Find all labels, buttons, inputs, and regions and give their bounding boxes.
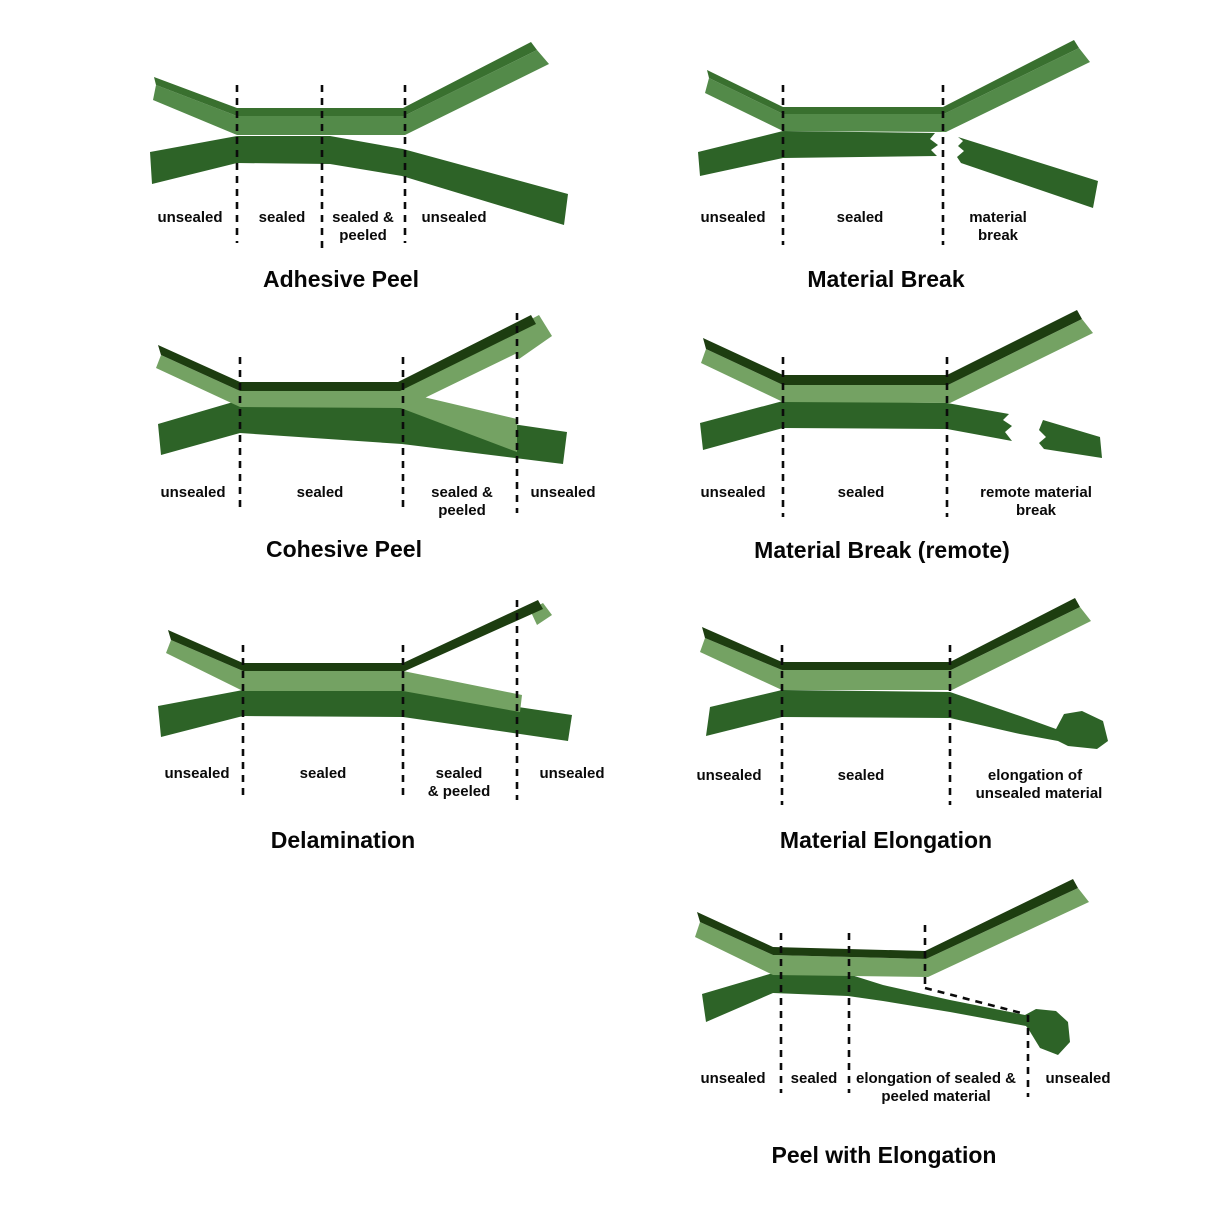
section-label: unsealed: [160, 484, 225, 501]
panel-title: Adhesive Peel: [263, 266, 419, 292]
delaminated-inner-layer: [166, 640, 522, 712]
panel-cohesive-peel: unsealed sealed sealed & peeled unsealed…: [156, 313, 596, 562]
panel-peel-with-elongation: unsealed sealed elongation of sealed & p…: [695, 879, 1111, 1168]
top-film-edge: [158, 315, 536, 391]
panel-title: Cohesive Peel: [266, 536, 422, 562]
panel-adhesive-peel: unsealed sealed sealed & peeled unsealed…: [150, 42, 568, 292]
panel-title: Peel with Elongation: [772, 1142, 997, 1168]
section-label: unsealed: [421, 209, 486, 226]
section-label: unsealed: [157, 209, 222, 226]
section-label: sealed: [791, 1070, 838, 1087]
top-web: [701, 319, 1093, 403]
section-label: sealed &: [431, 484, 493, 501]
section-label: elongation of: [988, 767, 1083, 784]
section-label: unsealed: [164, 765, 229, 782]
panel-material-elongation: unsealed sealed elongation of unsealed m…: [696, 598, 1108, 853]
top-film-edge: [697, 879, 1078, 959]
section-label: peeled: [438, 502, 486, 519]
section-label: unsealed: [700, 1070, 765, 1087]
top-web: [695, 888, 1089, 977]
top-film-edge: [703, 310, 1082, 385]
bottom-web-jagged-end: [700, 401, 1012, 450]
section-label: unsealed: [700, 209, 765, 226]
top-film-edge: [707, 40, 1079, 114]
bottom-web-jagged-end: [698, 131, 938, 176]
panel-title: Delamination: [271, 827, 415, 853]
section-label: unsealed: [530, 484, 595, 501]
broken-piece: [1039, 420, 1102, 458]
panel-title: Material Break (remote): [754, 537, 1010, 563]
top-film-edge: [154, 42, 537, 116]
section-label: peeled material: [881, 1088, 990, 1105]
top-web: [156, 324, 548, 408]
bottom-web-elongated: [706, 690, 1108, 749]
section-label: unsealed material: [976, 785, 1103, 802]
bottom-web: [158, 400, 567, 464]
section-label: sealed: [837, 209, 884, 226]
bottom-web: [150, 136, 568, 225]
section-label: unsealed: [539, 765, 604, 782]
section-label: sealed: [838, 484, 885, 501]
section-label: unsealed: [1045, 1070, 1110, 1087]
panel-delamination: unsealed sealed sealed & peeled unsealed…: [158, 600, 605, 853]
top-film-edge: [702, 598, 1080, 670]
section-label: sealed &: [332, 209, 394, 226]
top-web: [705, 48, 1090, 132]
bottom-web-peeled-elongated: [702, 973, 1070, 1055]
section-label: & peeled: [428, 783, 491, 800]
top-web: [700, 607, 1091, 690]
section-label: break: [978, 227, 1019, 244]
broken-piece: [957, 137, 1098, 208]
section-label: remote material: [980, 484, 1092, 501]
section-label: sealed: [297, 484, 344, 501]
panel-material-break-remote: unsealed sealed remote material break Ma…: [700, 310, 1102, 563]
section-label: sealed: [300, 765, 347, 782]
elongation-guide-diagonal-dashed: [924, 986, 1026, 1016]
panel-title: Material Break: [807, 266, 964, 292]
peeled-film-layer: [168, 600, 543, 671]
panel-title: Material Elongation: [780, 827, 992, 853]
seal-residue-wedge: [398, 391, 517, 452]
panel-material-break: unsealed sealed material break Material …: [698, 40, 1098, 292]
section-label: break: [1016, 502, 1057, 519]
section-label: sealed: [838, 767, 885, 784]
top-web: [153, 50, 549, 135]
film-tab: [503, 315, 552, 359]
section-label: sealed: [436, 765, 483, 782]
section-label: elongation of sealed &: [856, 1070, 1016, 1087]
section-label: material: [969, 209, 1027, 226]
section-label: sealed: [259, 209, 306, 226]
section-label: unsealed: [700, 484, 765, 501]
section-label: unsealed: [696, 767, 761, 784]
section-label: peeled: [339, 227, 387, 244]
